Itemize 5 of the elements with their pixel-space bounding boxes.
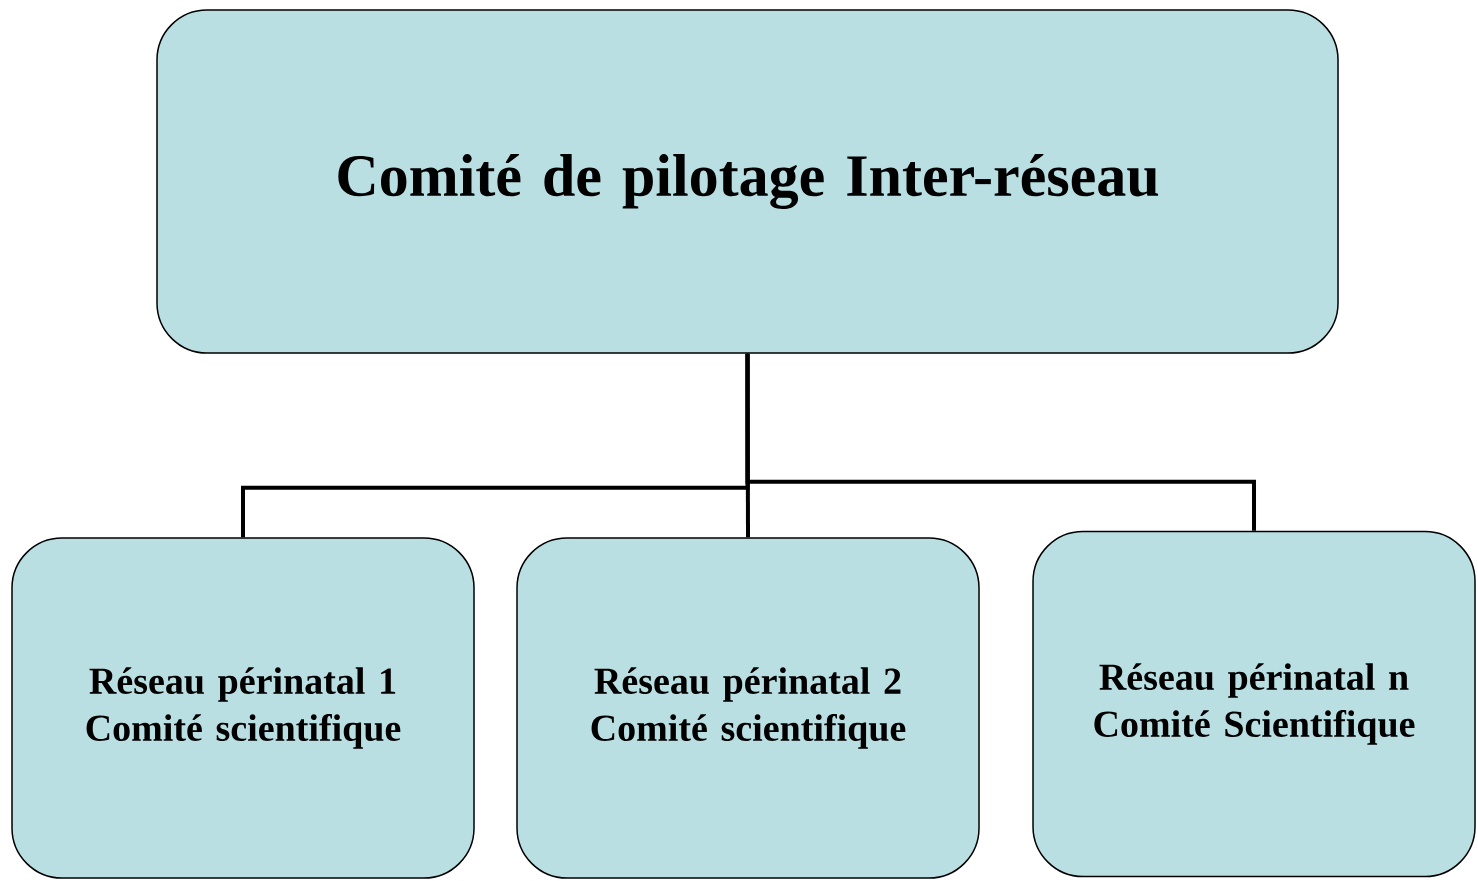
committee-box: Réseau périnatal 1 Comité scientifique	[11, 537, 475, 879]
committee-box: Réseau périnatal 2 Comité scientifique	[516, 537, 980, 879]
connector-line	[745, 353, 1256, 531]
committee-box: Réseau périnatal n Comité Scientifique	[1032, 530, 1476, 878]
title-box: Comité de pilotage Inter-réseau	[156, 9, 1339, 354]
